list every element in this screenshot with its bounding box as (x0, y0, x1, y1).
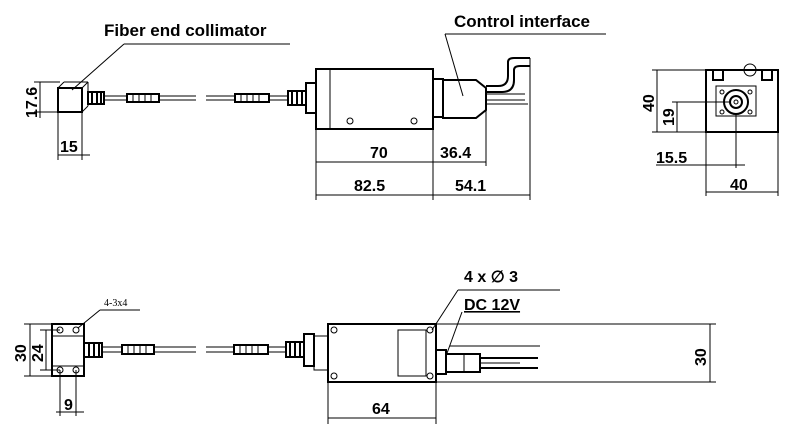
dim-total-left: 82.5 (354, 178, 385, 195)
bottom-collimator (51, 323, 85, 377)
bottom-main-body (313, 323, 437, 383)
bottom-view: 4-3x4 (13, 269, 716, 424)
dim-bottom-collimator-width: 9 (64, 397, 73, 414)
dim-side-height: 40 (641, 94, 658, 112)
bottom-connector (435, 345, 540, 375)
fiber-collimator-label: Fiber end collimator (104, 21, 267, 40)
bottom-fiber-cable-right (206, 333, 315, 367)
dim-collimator-height: 17.6 (24, 87, 41, 118)
dim-total-right: 54.1 (455, 178, 486, 195)
top-main-body (315, 68, 434, 130)
side-view: 40 19 15.5 40 (641, 63, 779, 196)
screw-note: 4-3x4 (104, 298, 127, 309)
holes-leader (431, 289, 459, 331)
top-dimension-lines (34, 58, 531, 200)
dim-bottom-height-inner: 24 (30, 344, 47, 362)
dim-collimator-width: 15 (60, 139, 78, 156)
collimator-leader (71, 43, 125, 91)
side-dimension-lines (652, 69, 779, 196)
interface-leader (444, 33, 464, 97)
control-interface-label: Control interface (454, 12, 590, 31)
bottom-dimension-lines (24, 323, 716, 424)
dim-side-offset: 19 (661, 108, 678, 126)
bottom-fiber-cable-left (83, 342, 196, 358)
top-collimator (57, 81, 89, 113)
voltage-leader (445, 311, 463, 357)
holes-label: 4 x ∅ 3 (464, 269, 518, 286)
voltage-label: DC 12V (464, 297, 520, 314)
top-fiber-cable-left (87, 91, 196, 105)
top-fiber-cable-right (206, 82, 317, 114)
dim-bottom-body-width: 64 (372, 401, 390, 418)
screw-note-leader (77, 309, 101, 329)
dim-side-hole-x: 15.5 (656, 150, 687, 167)
dim-interface-length: 36.4 (440, 145, 471, 162)
top-view: Fiber end collimator Control interface 1… (24, 12, 606, 200)
top-control-interface (432, 57, 530, 119)
dim-bottom-right-height: 30 (693, 348, 710, 366)
dim-body-length: 70 (370, 145, 388, 162)
dim-side-width: 40 (730, 177, 748, 194)
dim-bottom-height-outer: 30 (13, 344, 30, 362)
